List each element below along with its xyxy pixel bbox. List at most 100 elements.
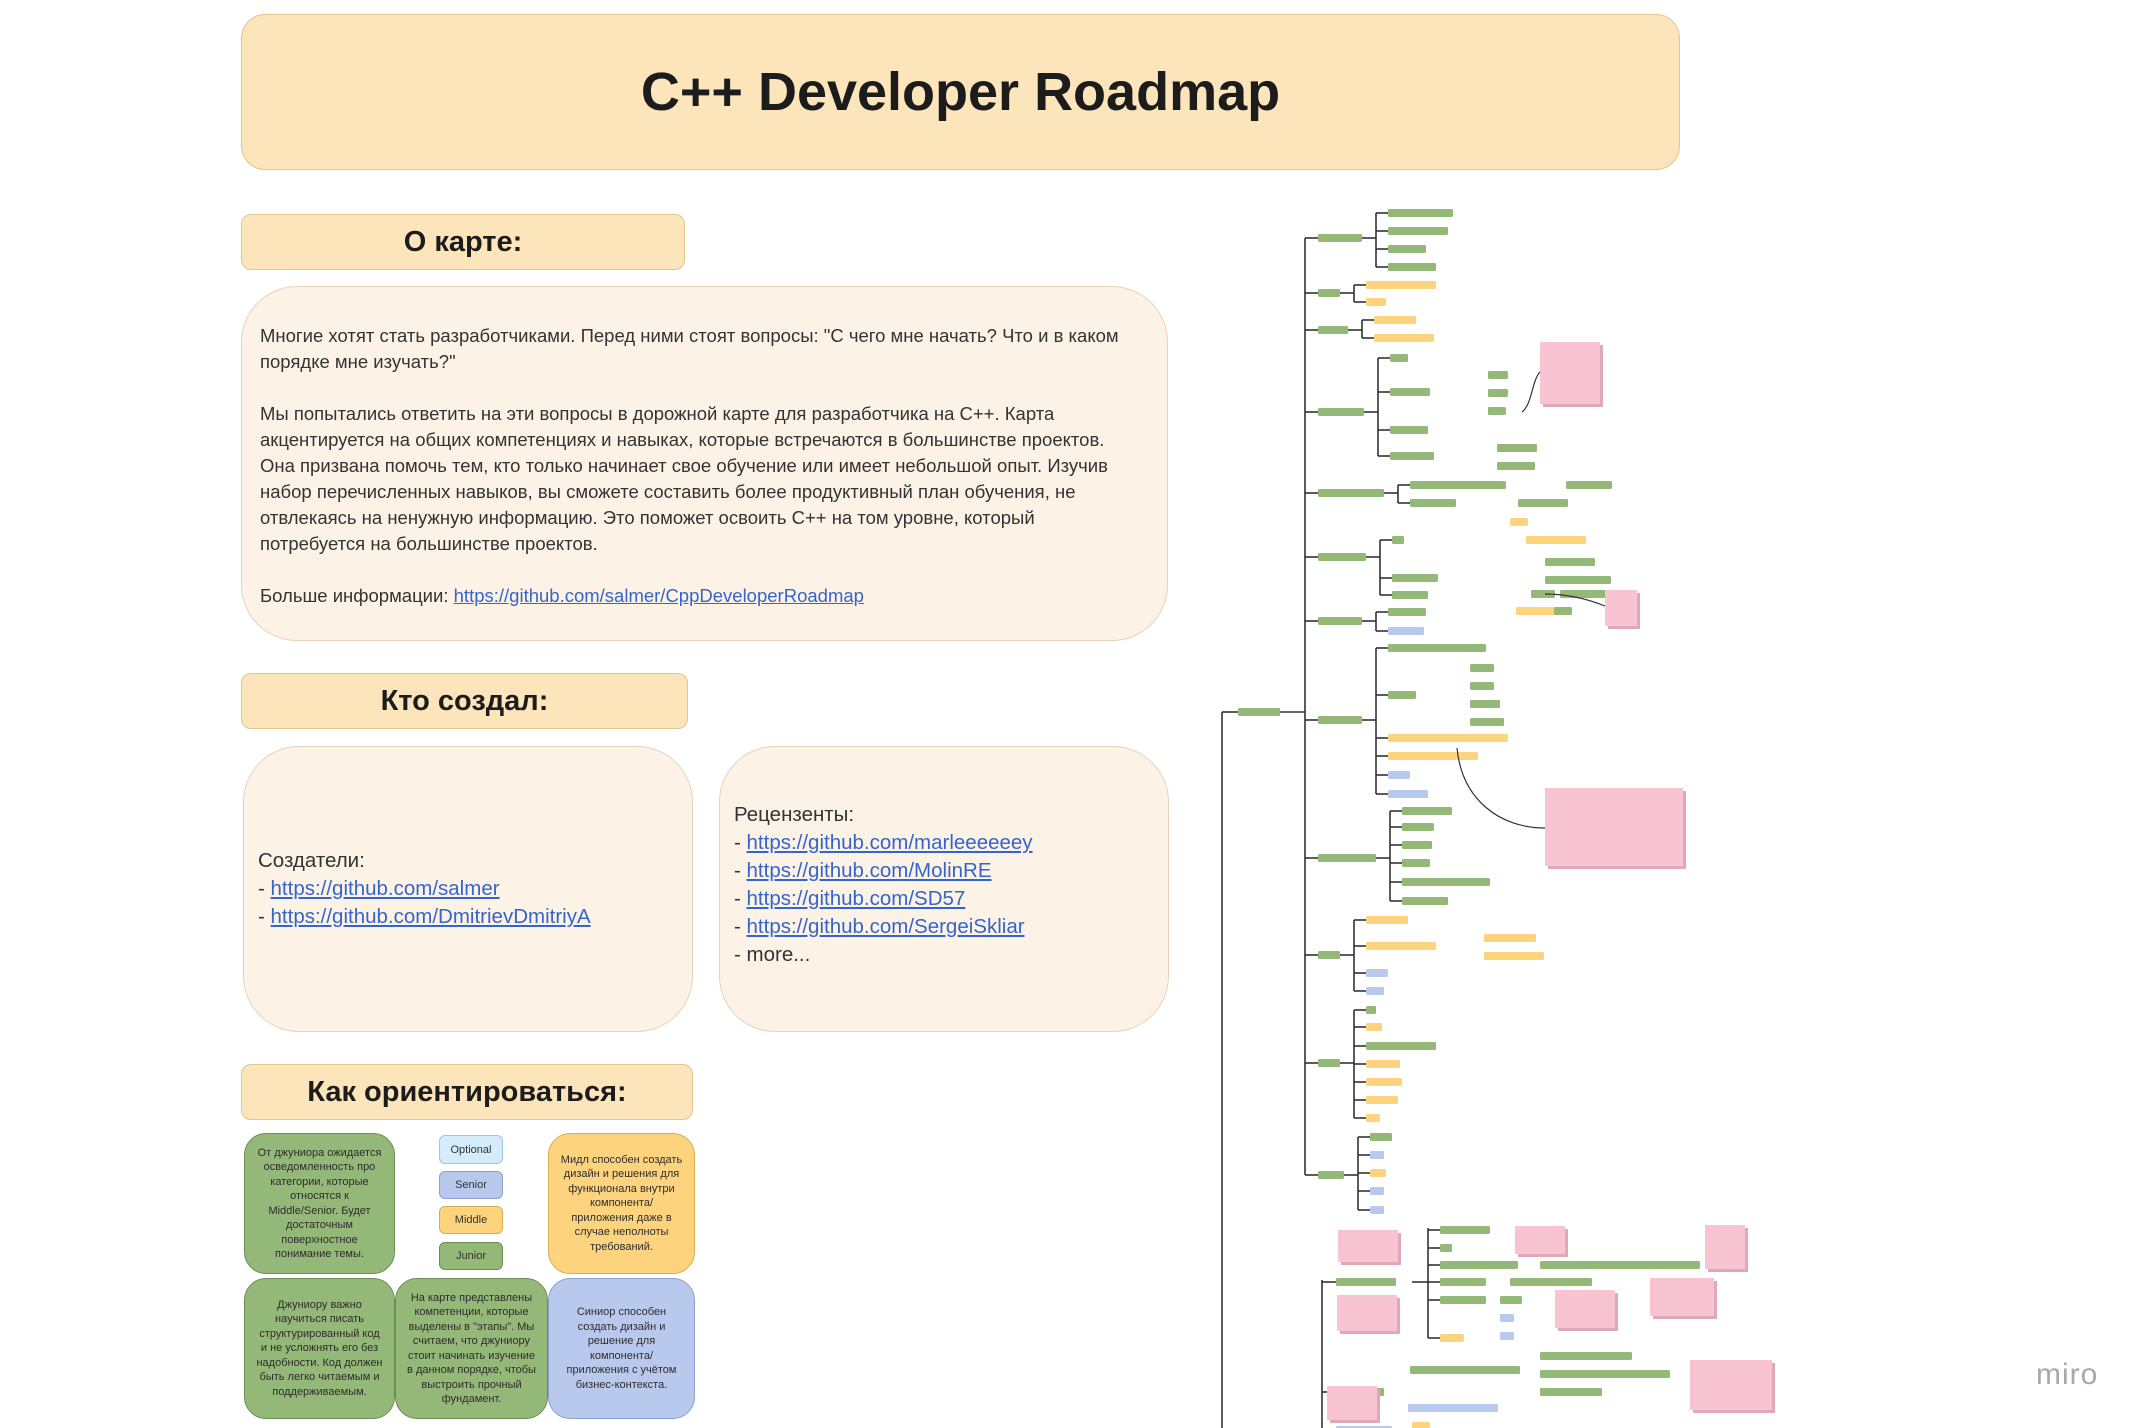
reviewer-link[interactable]: https://github.com/marleeeeeey	[746, 831, 1033, 854]
mindmap-node	[1518, 499, 1568, 507]
mindmap-node	[1366, 1096, 1398, 1104]
mindmap-node	[1390, 354, 1408, 362]
mindmap-node	[1388, 227, 1448, 235]
reviewer-link[interactable]: https://github.com/SD57	[746, 887, 966, 910]
creator-link[interactable]: https://github.com/DmitrievDmitriyA	[270, 905, 591, 928]
reviewer-item: - https://github.com/SD57	[734, 887, 966, 910]
about-more-label: Больше информации:	[260, 585, 454, 606]
mindmap-node	[1390, 388, 1430, 396]
mindmap-node	[1402, 897, 1448, 905]
mindmap-node	[1440, 1278, 1486, 1286]
mindmap-node	[1388, 644, 1486, 652]
mindmap-node	[1540, 1370, 1670, 1378]
mindmap-node	[1388, 790, 1428, 798]
mindmap-node	[1470, 664, 1494, 672]
mindmap-node	[1510, 1278, 1592, 1286]
mindmap-node	[1484, 952, 1544, 960]
mindmap-node	[1370, 1151, 1384, 1159]
mindmap-node	[1410, 1366, 1520, 1374]
mindmap-node	[1390, 426, 1428, 434]
mindmap-node	[1318, 553, 1366, 561]
mindmap-note	[1545, 788, 1683, 866]
legend-middle-box: Мидл способен создать дизайн и решения д…	[548, 1133, 695, 1274]
mindmap-node	[1545, 558, 1595, 566]
mindmap-node	[1410, 499, 1456, 507]
mindmap-node	[1540, 1352, 1632, 1360]
mindmap-node	[1388, 752, 1478, 760]
mindmap-node	[1388, 691, 1416, 699]
mindmap-node	[1408, 1404, 1498, 1412]
about-paragraph-1: Многие хотят стать разработчиками. Перед…	[260, 325, 1119, 372]
mindmap-node	[1470, 718, 1504, 726]
mindmap-node	[1318, 951, 1340, 959]
mindmap-node	[1318, 326, 1348, 334]
reviewer-link[interactable]: https://github.com/SergeiSkliar	[746, 915, 1025, 938]
reviewers-card: Рецензенты: - https://github.com/marleee…	[719, 746, 1169, 1032]
mindmap-node	[1318, 289, 1340, 297]
authors-heading: Кто создал:	[241, 673, 688, 729]
creator-link[interactable]: https://github.com/salmer	[270, 877, 500, 900]
mindmap-note-connector	[1544, 593, 1606, 607]
mindmap-node	[1388, 263, 1436, 271]
mindmap-node	[1440, 1261, 1518, 1269]
mindmap-node	[1440, 1226, 1490, 1234]
mindmap-node	[1318, 617, 1362, 625]
legend-stages-box: На карте представлены компетенции, котор…	[395, 1278, 548, 1419]
mindmap-node	[1402, 823, 1434, 831]
mindmap-node	[1500, 1314, 1514, 1322]
mindmap-node	[1388, 627, 1424, 635]
title-card: C++ Developer Roadmap	[241, 14, 1680, 170]
mindmap-node	[1488, 407, 1506, 415]
mindmap-node	[1540, 1388, 1602, 1396]
about-card: Многие хотят стать разработчиками. Перед…	[241, 286, 1168, 641]
mindmap-node	[1388, 608, 1426, 616]
mindmap-node	[1366, 1042, 1436, 1050]
reviewer-item: - https://github.com/SergeiSkliar	[734, 915, 1025, 938]
mindmap-node	[1370, 1206, 1384, 1214]
legend-junior-box: От джуниора ожидается осведомленность пр…	[244, 1133, 395, 1274]
reviewers-label: Рецензенты:	[734, 803, 855, 826]
mindmap-node	[1388, 209, 1453, 217]
reviewer-item: - https://github.com/MolinRE	[734, 859, 992, 882]
mindmap-note	[1705, 1225, 1745, 1269]
miro-watermark: miro	[2036, 1358, 2099, 1391]
mindmap-node	[1390, 452, 1434, 460]
mindmap-node	[1388, 771, 1410, 779]
mindmap-node	[1318, 1059, 1340, 1067]
mindmap-node	[1488, 371, 1508, 379]
mindmap-node	[1402, 859, 1430, 867]
mindmap-node	[1366, 1060, 1400, 1068]
mindmap-node	[1402, 807, 1452, 815]
mindmap-note	[1555, 1290, 1615, 1328]
mindmap-node	[1388, 734, 1508, 742]
mindmap-node	[1366, 942, 1436, 950]
legend-tag-junior: Junior	[439, 1242, 503, 1270]
mindmap-node	[1318, 234, 1362, 242]
mindmap-node	[1366, 1006, 1376, 1014]
mindmap-node	[1370, 1187, 1384, 1195]
mindmap-note	[1650, 1278, 1714, 1316]
mindmap-node	[1531, 590, 1555, 598]
mindmap-node	[1470, 682, 1494, 690]
mindmap-node	[1402, 878, 1490, 886]
mindmap-node	[1374, 316, 1416, 324]
mindmap-node	[1366, 969, 1388, 977]
mindmap-node	[1497, 444, 1537, 452]
mindmap-node	[1392, 591, 1428, 599]
mindmap-node	[1410, 481, 1506, 489]
creator-item: - https://github.com/DmitrievDmitriyA	[258, 905, 591, 928]
mindmap-node	[1440, 1244, 1452, 1252]
mindmap-node	[1516, 607, 1564, 615]
mindmap-node	[1318, 489, 1384, 497]
about-paragraph-2: Мы попытались ответить на эти вопросы в …	[260, 403, 1108, 554]
mindmap-node	[1545, 576, 1611, 584]
reviewers-more: - more...	[734, 943, 811, 966]
mindmap-note	[1327, 1386, 1377, 1420]
about-more-link[interactable]: https://github.com/salmer/CppDeveloperRo…	[453, 585, 864, 606]
reviewer-link[interactable]: https://github.com/MolinRE	[746, 859, 992, 882]
mindmap-node	[1440, 1296, 1486, 1304]
mindmap-node	[1370, 1133, 1392, 1141]
mindmap-node	[1412, 1422, 1430, 1428]
mindmap-node	[1366, 1114, 1380, 1122]
